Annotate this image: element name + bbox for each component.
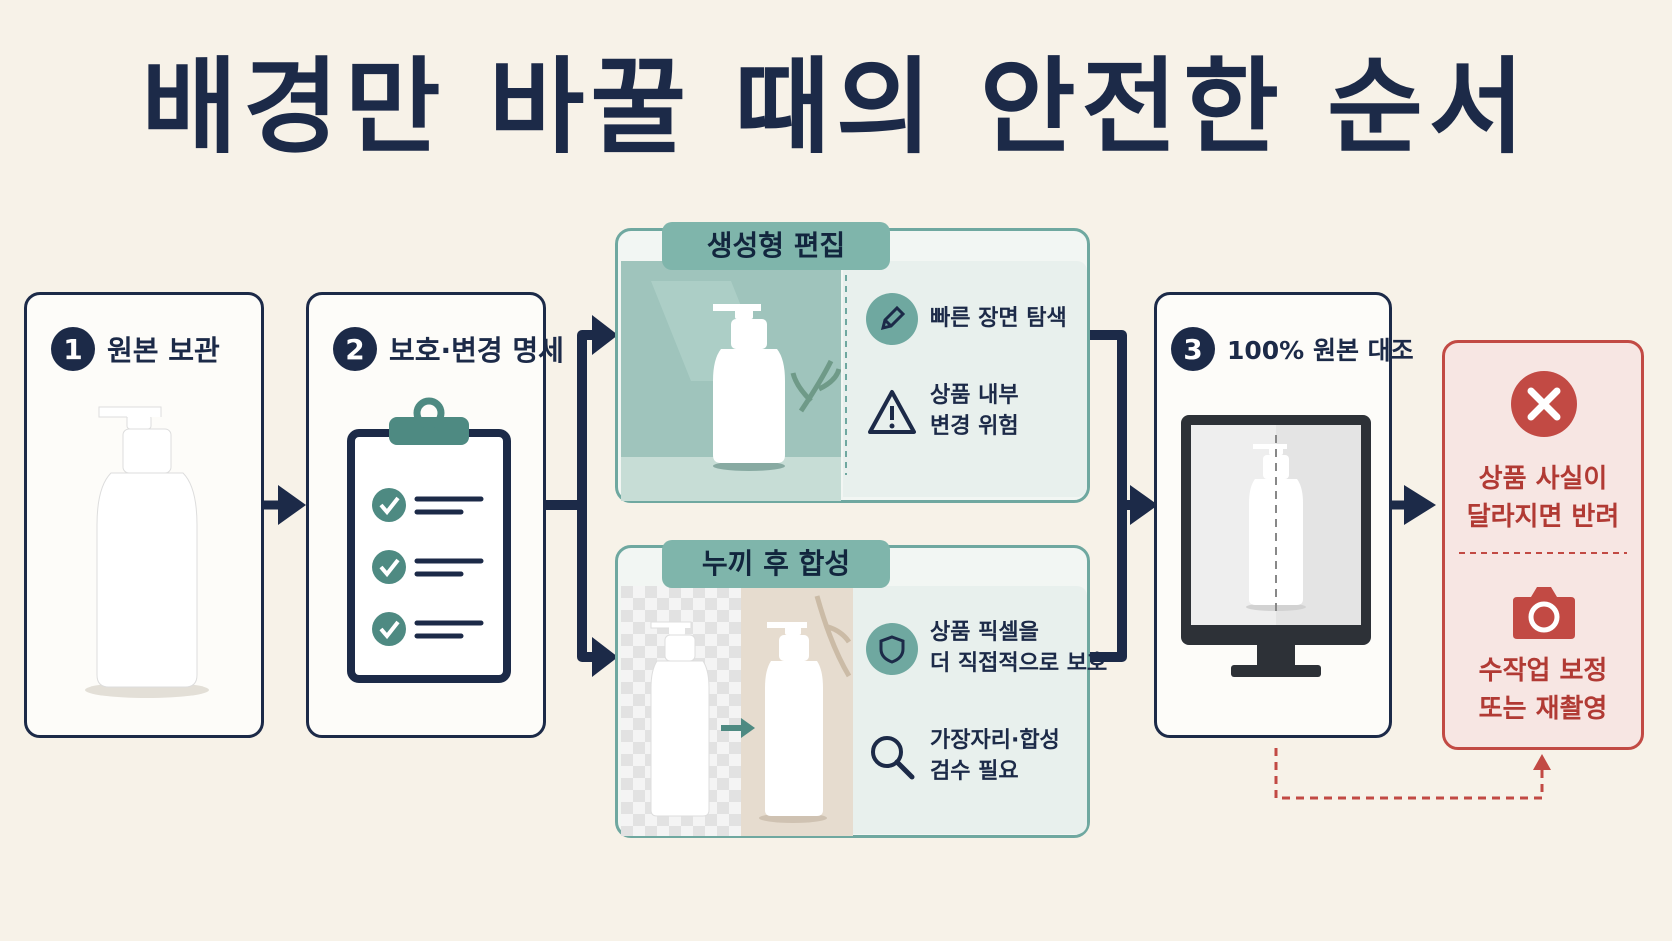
cutout-composite-panel: 상품 픽셀을 더 직접적으로 보호 가장자리·합성 검수 필요 [615, 545, 1107, 838]
arrow-step1-to-step2 [264, 485, 306, 525]
generative-item-fast-scene: 빠른 장면 탐색 [866, 293, 1067, 345]
arrow-right-icon [721, 718, 755, 738]
step3-label: 100% 원본 대조 [1227, 336, 1414, 365]
cutout-item-label: 상품 픽셀을 더 직접적으로 보호 [930, 620, 1108, 676]
generative-item-label: 빠른 장면 탐색 [930, 305, 1067, 331]
step1-number: 1 [51, 327, 95, 371]
step1-card: 1 원본 보관 [24, 292, 264, 738]
arrow-split-to-panels [546, 330, 598, 662]
cutout-composite-image [621, 586, 853, 836]
check-icon [372, 550, 406, 584]
page-title: 배경만 바꿀 때의 안전한 순서 [141, 46, 1531, 168]
reject-condition-text: 상품 사실이 달라지면 반려 [1466, 464, 1620, 532]
cutout-composite-tab: 누끼 후 합성 [662, 540, 890, 588]
bottle-icon [759, 622, 827, 823]
check-icon [372, 488, 406, 522]
shield-icon [866, 622, 918, 675]
close-icon [1511, 371, 1577, 437]
cutout-item-edge-check: 가장자리·합성 검수 필요 [866, 726, 1060, 788]
arrow-step3-to-reject [1392, 485, 1436, 525]
check-icon [372, 612, 406, 646]
clipboard-checklist-icon [347, 397, 511, 683]
monitor-compare-icon [1181, 415, 1371, 677]
step2-card: 2 보호·변경 명세 [306, 292, 564, 738]
magnifier-icon [866, 731, 918, 783]
generative-edit-panel: 빠른 장면 탐색 상품 내부 변경 위험 [615, 228, 1090, 503]
step1-label: 원본 보관 [107, 334, 220, 367]
step2-label: 보호·변경 명세 [389, 334, 564, 367]
camera-icon [1511, 581, 1577, 641]
step2-number: 2 [333, 327, 377, 371]
warning-icon [866, 386, 918, 438]
generative-item-label: 상품 내부 변경 위험 [930, 383, 1019, 439]
generated-scene-image [621, 261, 841, 501]
reject-card: 상품 사실이 달라지면 반려 수작업 보정 또는 재촬영 [1442, 340, 1644, 750]
bottle-icon [650, 621, 710, 817]
generative-item-change-risk: 상품 내부 변경 위험 [866, 381, 1019, 443]
pencil-icon [866, 293, 918, 345]
cutout-item-label: 가장자리·합성 검수 필요 [930, 728, 1060, 784]
divider-dashed [845, 275, 847, 475]
cutout-item-protect-pixels: 상품 픽셀을 더 직접적으로 보호 [866, 618, 1107, 680]
bottle-icon [85, 406, 209, 698]
divider-dashed [1459, 552, 1627, 554]
reject-action-text: 수작업 보정 또는 재촬영 [1478, 656, 1608, 724]
dashed-return-arrow [1274, 748, 1551, 800]
step3-card: 3 100% 원본 대조 [1154, 292, 1414, 738]
generative-edit-tab: 생성형 편집 [662, 222, 890, 270]
step3-number: 3 [1171, 327, 1215, 371]
